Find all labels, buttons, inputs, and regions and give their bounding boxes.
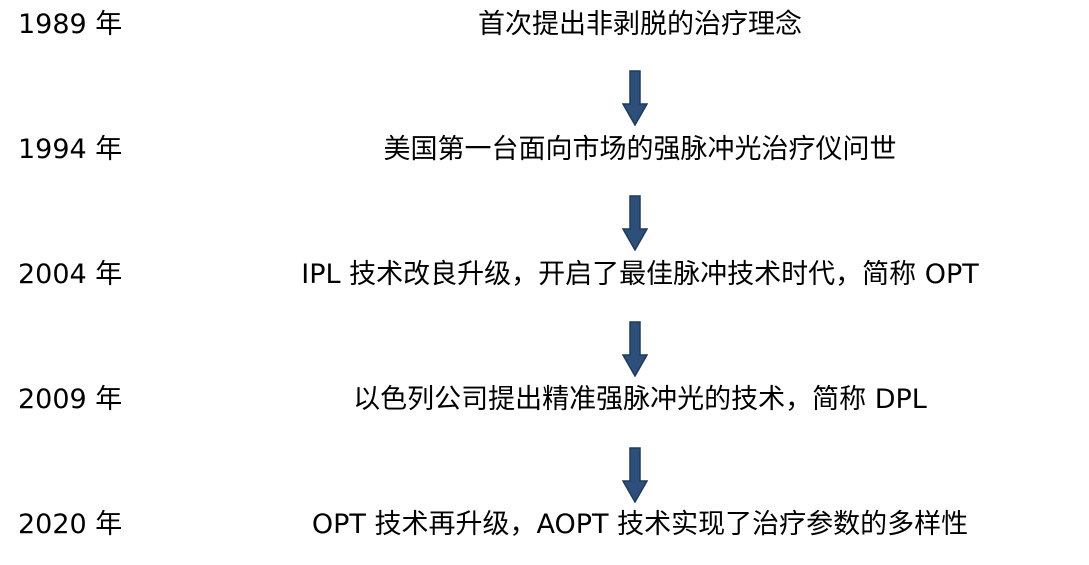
timeline-event-2004: IPL 技术改良升级，开启了最佳脉冲技术时代，简称 OPT xyxy=(301,259,979,290)
timeline-event-2020: OPT 技术再升级，AOPT 技术实现了治疗参数的多样性 xyxy=(311,509,969,540)
down-arrow-icon xyxy=(622,447,648,503)
timeline-event-1994: 美国第一台面向市场的强脉冲光治疗仪问世 xyxy=(383,134,897,165)
down-arrow-icon xyxy=(622,195,648,251)
timeline-event-2009: 以色列公司提出精准强脉冲光的技术，简称 DPL xyxy=(353,384,927,415)
down-arrow-icon xyxy=(622,321,648,377)
timeline-year-2004: 2004 年 xyxy=(18,259,123,290)
timeline-year-2009: 2009 年 xyxy=(18,384,123,415)
timeline-year-2020: 2020 年 xyxy=(18,509,123,540)
timeline-year-1994: 1994 年 xyxy=(18,134,123,165)
timeline-event-1989: 首次提出非剥脱的治疗理念 xyxy=(478,9,802,40)
down-arrow-icon xyxy=(622,70,648,126)
timeline-year-1989: 1989 年 xyxy=(18,9,123,40)
